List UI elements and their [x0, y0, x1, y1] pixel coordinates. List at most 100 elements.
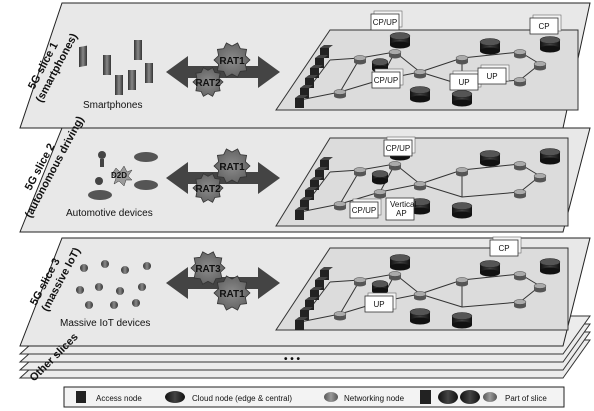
networking-node [388, 161, 402, 171]
slice-1-arrow [166, 56, 280, 88]
up-box: UP [477, 64, 510, 85]
network-link [419, 279, 463, 295]
cloud-node [409, 308, 431, 325]
network-link [461, 51, 521, 59]
networking-node [513, 161, 527, 171]
cp-up-label: UP [373, 300, 384, 309]
rat-label: RAT1 [219, 162, 245, 173]
rat-label: RAT3 [195, 264, 221, 275]
networking-node [353, 55, 367, 65]
smartphone [145, 63, 153, 83]
up-box: UP [364, 292, 397, 313]
networking-node [513, 189, 527, 199]
part-of-slice-cloud-icon [460, 390, 480, 404]
access-node [315, 167, 328, 180]
cp-box: CP [529, 14, 562, 35]
access-node [315, 55, 328, 68]
network-link [461, 273, 521, 281]
cp-up-box: CP/UP [383, 136, 416, 157]
cp-up-label: CP/UP [386, 144, 410, 153]
rat-gear: RAT3 [190, 251, 226, 285]
access-node [300, 85, 313, 98]
rat-gear: RAT1 [213, 148, 251, 184]
cloud-node-legend-icon [165, 391, 185, 403]
cp-up-box: CP/UP [349, 198, 382, 219]
d2d-burst [111, 165, 133, 187]
cloud-node [451, 312, 473, 329]
access-node-legend-icon [76, 391, 86, 403]
smartphones-group [79, 40, 153, 95]
car [88, 190, 112, 200]
cloud-node [539, 148, 561, 165]
network-link [419, 183, 463, 198]
cp-up-label: CP/UP [352, 206, 376, 215]
legend-cloud-label: Cloud node (edge & central) [192, 394, 292, 403]
rat-label: RAT2 [195, 184, 221, 195]
vertical-ap-box [385, 197, 415, 221]
networking-node [455, 167, 469, 177]
networking-node [333, 201, 347, 211]
cp-up-box: CP/UP [371, 68, 404, 89]
access-node [295, 207, 308, 220]
legend-networking-label: Networking node [344, 394, 405, 403]
smartphone [128, 70, 136, 90]
pedestrian [100, 159, 104, 167]
smartphone [79, 45, 87, 68]
cp-up-label: CP [538, 22, 549, 31]
network-link [461, 191, 521, 198]
network-link [419, 293, 463, 308]
networking-node [388, 271, 402, 281]
cloud-node [479, 260, 501, 277]
vertical-ap-label-line1: Vertical [390, 200, 416, 209]
cp-box: CP [489, 236, 522, 257]
networking-node [413, 69, 427, 79]
legend: Access node Cloud node (edge & central) … [63, 386, 565, 408]
network-link [419, 57, 463, 73]
cp-up-label: CP/UP [373, 18, 397, 27]
access-node [310, 177, 323, 190]
cloud-node [389, 254, 411, 271]
networking-node [513, 271, 527, 281]
cloud-node [539, 36, 561, 53]
d2d-label: D2D [111, 171, 127, 180]
cloud-node [479, 38, 501, 55]
legend-part-label: Part of slice [505, 394, 547, 403]
access-node [305, 187, 318, 200]
access-node [295, 95, 308, 108]
network-link [379, 183, 421, 193]
networking-node [533, 283, 547, 293]
cloud-node [539, 258, 561, 275]
networking-node [513, 77, 527, 87]
access-node [305, 75, 318, 88]
cloud-node [409, 86, 431, 103]
pedestrian [98, 151, 106, 159]
rat-gear: RAT2 [192, 173, 224, 203]
networking-node [388, 49, 402, 59]
rat-label: RAT1 [219, 56, 245, 67]
slice-2-arrow [166, 162, 280, 194]
networking-node [333, 89, 347, 99]
car [134, 180, 158, 190]
networking-node [533, 173, 547, 183]
cloud-node [389, 32, 411, 49]
access-node [310, 65, 323, 78]
access-node [300, 197, 313, 210]
networking-node [455, 277, 469, 287]
other-slices-ellipsis: • • • [284, 354, 301, 365]
rat-label: RAT1 [219, 289, 245, 300]
cp-up-label: CP/UP [374, 76, 398, 85]
smartphones-label: Smartphones [83, 100, 142, 111]
access-node [295, 317, 308, 330]
network-link [461, 301, 521, 308]
networking-node [413, 181, 427, 191]
automotive-devices-group [88, 151, 158, 200]
part-of-slice-cloud-icon [438, 390, 458, 404]
cp-up-label: UP [486, 72, 497, 81]
network-link [299, 203, 341, 213]
rat-gear: RAT1 [213, 42, 251, 78]
network-link [461, 163, 521, 171]
part-of-slice-access-icon [420, 390, 431, 404]
access-node [320, 45, 333, 58]
networking-node [333, 311, 347, 321]
